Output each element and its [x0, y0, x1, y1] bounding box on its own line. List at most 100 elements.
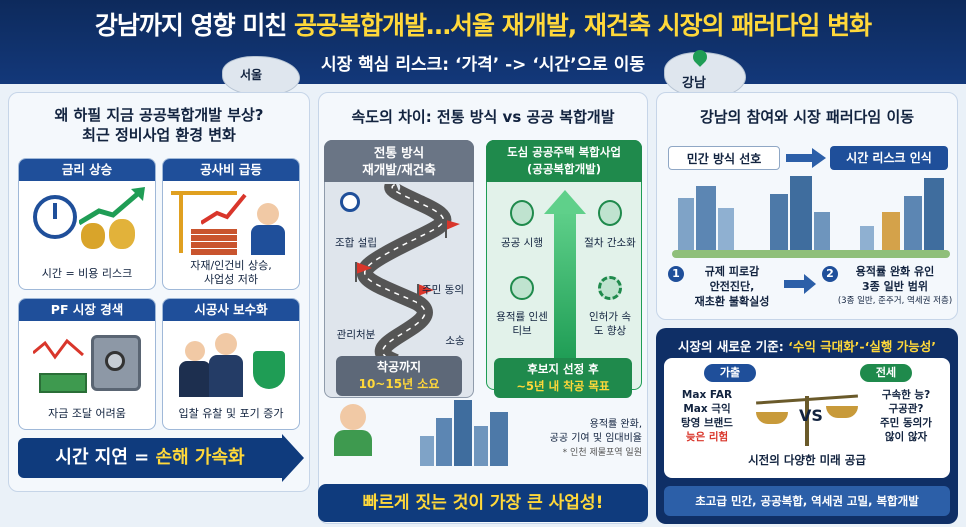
winding-road-icon — [355, 184, 460, 364]
banner-text-a: 시간 지연 = — [55, 447, 156, 468]
public-item-2: 절차 간소화 — [584, 237, 636, 249]
traditional-step-4: 소송 — [445, 335, 465, 347]
card-caption: 시간 = 비용 리스크 — [41, 267, 133, 280]
public-item-1: 공공 시행 — [501, 237, 543, 249]
left-list: Max FAR Max 극익 탕영 브랜드 늦은 리험 — [668, 388, 746, 444]
vs-label: VS — [799, 406, 823, 425]
middle-title: 속도의 차이: 전통 방식 vs 공공 복합개발 — [351, 108, 615, 126]
criteria-title-b: ‘수익 극대화’-‘실행 가능성’ — [788, 339, 936, 354]
banner-text-b: 손해 가속화 — [155, 447, 245, 468]
future-label: 시전의 다양한 미래 공급 — [748, 453, 866, 467]
note-line2: 공공 기여 및 임대비율 — [549, 433, 642, 444]
city-skyline-icon — [420, 400, 520, 466]
from-label: 민간 방식 선호 — [668, 146, 780, 170]
to-label: 시간 리스크 인식 — [830, 146, 948, 170]
mid-arrow-head-icon — [804, 274, 816, 294]
gangnam-map-label: 강남 — [682, 76, 706, 91]
card-construction-cost: 공사비 급등 자재/인건비 상승, 사업성 저하 — [162, 158, 300, 290]
page-title: 강남까지 영향 미친 공공복합개발…서울 재개발, 재건축 시장의 패러다임 변… — [0, 6, 966, 42]
right-list: 구속한 능? 구공관? 주민 동의가 않이 않자 — [866, 388, 946, 444]
criteria-title: 시장의 새로운 기준: ‘수익 극대화’-‘실행 가능성’ — [656, 336, 958, 355]
right-line2: 구공관? — [888, 403, 924, 415]
person-body-icon — [334, 430, 372, 456]
traditional-step-3: 관리처분 — [336, 329, 376, 341]
middle-note: 용적률 완화, 공공 기여 및 임대비율 * 인천 제물포역 일원 — [516, 418, 642, 460]
checklist-icon — [598, 200, 622, 226]
right-line1: 구속한 능? — [881, 389, 931, 401]
point1-line2: 안전진단, — [709, 280, 755, 293]
left-title-line1: 왜 하필 지금 공공복합개발 부상? — [54, 106, 264, 124]
card-interest-rate: 금리 상승 시간 = 비용 리스크 — [18, 158, 156, 290]
traditional-result: 착공까지 10~15년 소요 — [336, 356, 462, 396]
point2-text: 용적률 완화 유인 3종 일반 범위 (3종 일반, 준주거, 역세권 저층) — [836, 264, 954, 309]
card-caption: 자금 조달 어려움 — [48, 407, 126, 420]
right-line3: 주민 동의가 — [880, 417, 932, 429]
businessmen-shield-icon — [163, 321, 299, 407]
public-result-line1: 후보지 선정 후 — [527, 362, 599, 376]
public-result-line2: ~5년 내 착공 목표 — [516, 379, 610, 393]
point2-line3: (3종 일반, 준주거, 역세권 저층) — [837, 296, 953, 306]
note-line1: 용적률 완화, — [589, 419, 642, 430]
magnifier-person-icon — [340, 192, 360, 212]
page-subtitle: 시장 핵심 리스크: ‘가격’ -> ‘시간’으로 이동 — [320, 55, 646, 75]
card-title: 금리 상승 — [19, 159, 155, 181]
title-part2: 공공복합개발…서울 재개발, 재건축 시장의 패러다임 변화 — [294, 11, 872, 40]
traditional-result-line2: 10~15년 소요 — [358, 377, 440, 391]
traditional-result-line1: 착공까지 — [376, 360, 422, 374]
traditional-header-line1: 전통 방식 — [373, 145, 425, 160]
left-line3: 탕영 브랜드 — [681, 417, 733, 429]
criteria-title-a: 시장의 새로운 기준: — [678, 339, 789, 354]
point1-line3: 재초환 불확실성 — [694, 295, 770, 308]
seoul-map-icon — [222, 56, 300, 96]
card-caption-2: 사업성 저하 — [203, 273, 259, 286]
supply-banner: 초고급 민간, 공공복합, 역세권 고밀, 복합개발 — [664, 486, 950, 516]
safe-cash-icon — [19, 321, 155, 407]
clock-money-icon — [19, 181, 155, 267]
card-caption-1: 자재/인건비 상승, — [190, 259, 272, 272]
hand-coin-icon — [510, 276, 534, 300]
point2-line2: 3종 일반 범위 — [862, 280, 928, 293]
up-arrow-head-icon — [544, 190, 586, 214]
traditional-header-line2: 재개발/재건축 — [362, 162, 436, 177]
traditional-step-2: 주민 동의 — [422, 284, 464, 296]
public-item-4: 인허가 속도 향상 — [589, 311, 631, 337]
crane-bricks-icon — [163, 181, 299, 259]
left-red: 늦은 리험 — [685, 431, 729, 443]
gear-icon — [598, 276, 622, 300]
public-result: 후보지 선정 후 ~5년 내 착공 목표 — [494, 358, 632, 398]
traditional-step-1: 조합 설립 — [335, 237, 377, 249]
point1-line1: 규제 피로감 — [704, 265, 760, 278]
left-tag: 가출 — [704, 364, 756, 382]
public-header: 도심 공공주택 복합사업 (공공복합개발) — [486, 140, 642, 182]
point1-number: 1 — [668, 266, 684, 282]
right-arrow-head-icon — [812, 148, 826, 168]
traditional-column — [324, 140, 474, 398]
public-header-line2: (공공복합개발) — [527, 162, 601, 176]
traditional-header: 전통 방식 재개발/재건축 — [324, 140, 474, 182]
public-item-3: 용적률 인센티브 — [496, 311, 548, 337]
left-line2: Max 극익 — [683, 403, 731, 415]
mid-arrow-icon — [784, 280, 806, 288]
card-title: 시공사 보수화 — [163, 299, 299, 321]
left-line1: Max FAR — [681, 389, 733, 401]
point2-line1: 용적률 완화 유인 — [855, 265, 935, 278]
card-title: PF 시장 경색 — [19, 299, 155, 321]
seoul-map-label: 서울 — [240, 68, 263, 82]
scale-icon — [752, 392, 862, 452]
building-icon — [510, 200, 534, 226]
left-bottom-banner: 시간 지연 = 손해 가속화 — [18, 438, 282, 478]
person-thumbs-up-icon — [340, 404, 366, 430]
up-arrow-icon — [554, 210, 576, 360]
buildings-illustration-icon — [672, 176, 950, 258]
right-title: 강남의 참여와 시장 패러다임 이동 — [699, 108, 915, 126]
public-header-line1: 도심 공공주택 복합사업 — [507, 145, 621, 159]
point1-text: 규제 피로감 안전진단, 재초환 불확실성 — [684, 264, 780, 309]
header-bar — [0, 0, 966, 84]
right-arrow-icon — [786, 154, 814, 162]
card-title: 공사비 급등 — [163, 159, 299, 181]
title-part1: 강남까지 영향 미친 — [94, 11, 295, 40]
middle-bottom-banner: 빠르게 짓는 것이 가장 큰 사업성! — [318, 484, 648, 522]
card-caption: 입찰 유찰 및 포기 증가 — [178, 407, 284, 420]
left-title-line2: 최근 정비사업 환경 변화 — [82, 126, 236, 144]
banner-arrow-icon — [282, 434, 304, 482]
